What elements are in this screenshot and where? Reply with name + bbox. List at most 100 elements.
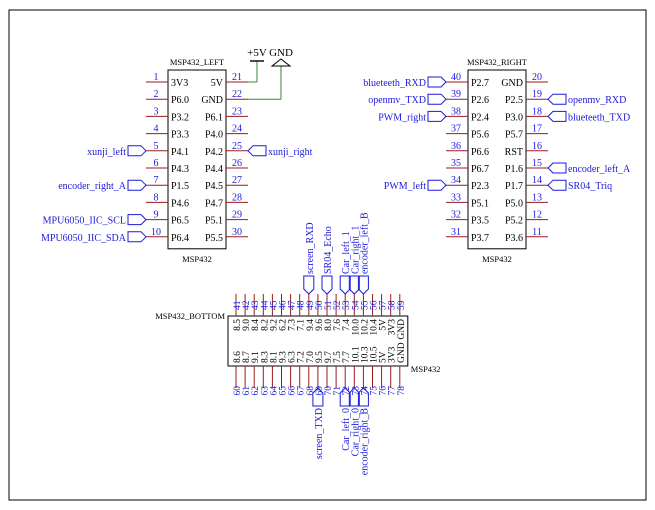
pin-number: 77 xyxy=(388,386,398,396)
pin-name: P6.1 xyxy=(205,112,223,123)
pin-number: 19 xyxy=(532,89,542,100)
pin-number: 36 xyxy=(451,141,461,152)
pin-number: 11 xyxy=(532,227,542,238)
pin-number: 18 xyxy=(532,106,542,117)
net-label-flag xyxy=(547,93,567,105)
pin-number: 2 xyxy=(154,89,159,100)
pin-name: 8.4 xyxy=(251,319,261,331)
pin-name: 9.5 xyxy=(315,351,325,363)
pin-name: P4.2 xyxy=(205,147,223,158)
pin-number: 68 xyxy=(306,386,316,396)
pin-number: 31 xyxy=(451,227,461,238)
pin-number: 71 xyxy=(333,386,343,396)
ic-body xyxy=(167,69,227,250)
pin-number: 51 xyxy=(324,300,334,310)
net-label: PWM_right xyxy=(378,112,426,123)
pin-name: 7.6 xyxy=(333,319,343,331)
pin-name: 7.0 xyxy=(306,351,316,363)
net-label-flag xyxy=(127,179,147,191)
pin-name: 9.3 xyxy=(279,351,289,363)
pin-number: 62 xyxy=(251,386,261,396)
net-label-flag xyxy=(127,231,147,243)
pin-name: P5.5 xyxy=(205,233,223,244)
net-label-flag xyxy=(339,275,351,295)
pin-name: 6.3 xyxy=(288,351,298,363)
net-label: encoder_right_A xyxy=(58,181,127,192)
pin-name: 10.0 xyxy=(351,319,361,336)
ic-title: MSP432_BOTTOM xyxy=(155,311,225,321)
pin-number: 29 xyxy=(232,210,242,221)
net-label-flag xyxy=(427,76,447,88)
net-label: Car_right_1 xyxy=(350,226,361,274)
pin-name: P2.7 xyxy=(471,78,489,89)
pin-number: 58 xyxy=(388,300,398,310)
net-label-flag xyxy=(547,110,567,122)
pin-number: 54 xyxy=(351,300,361,310)
pin-name: P1.5 xyxy=(171,181,189,192)
pin-name: P3.2 xyxy=(171,112,189,123)
pin-name: P3.0 xyxy=(505,112,523,123)
pin-name: 3V3 xyxy=(388,346,398,363)
net-label: encoder_right_B xyxy=(359,408,370,476)
msp432-right-header: MSP432_RIGHTMSP43240P2.720GND39P2.619P2.… xyxy=(363,57,631,264)
pin-name: GND xyxy=(201,95,223,106)
pin-name: 6.2 xyxy=(279,319,289,331)
net-label-flag xyxy=(427,110,447,122)
ic-title: MSP432_RIGHT xyxy=(467,57,528,67)
pin-name: 3V3 xyxy=(388,319,398,336)
pin-name: P5.7 xyxy=(505,130,523,141)
pin-name: P6.6 xyxy=(471,147,489,158)
pin-name: 3V3 xyxy=(171,78,188,89)
pin-number: 5 xyxy=(154,141,159,152)
pin-number: 75 xyxy=(370,386,380,396)
pin-number: 20 xyxy=(532,72,542,83)
pin-number: 32 xyxy=(451,210,461,221)
net-label-flag xyxy=(547,179,567,191)
pin-name: P6.7 xyxy=(471,164,489,175)
pin-name: GND xyxy=(397,319,407,340)
net-label: Car_right_0 xyxy=(350,408,361,456)
pin-number: 65 xyxy=(279,386,289,396)
pin-name: 10.4 xyxy=(370,319,380,336)
pin-number: 14 xyxy=(532,175,542,186)
pin-number: 59 xyxy=(397,300,407,310)
pin-number: 66 xyxy=(288,386,298,396)
pin-number: 57 xyxy=(379,300,389,310)
net-label-flag xyxy=(547,162,567,174)
pin-name: P6.0 xyxy=(171,95,189,106)
pin-name: RST xyxy=(505,147,523,158)
pin-name: 7.2 xyxy=(297,351,307,363)
pin-name: 8.6 xyxy=(233,351,243,363)
gnd-label: GND xyxy=(269,47,293,59)
pin-number: 24 xyxy=(232,124,242,135)
pin-name: P4.0 xyxy=(205,130,223,141)
pin-number: 63 xyxy=(260,386,270,396)
net-label: blueteeth_RXD xyxy=(363,78,426,89)
net-label: encoder_left_A xyxy=(568,164,631,175)
pin-number: 17 xyxy=(532,124,542,135)
pin-number: 27 xyxy=(232,175,242,186)
pin-number: 4 xyxy=(154,124,159,135)
pin-number: 15 xyxy=(532,158,542,169)
pin-name: P4.7 xyxy=(205,198,223,209)
net-label-flag xyxy=(357,387,369,407)
net-label-flag xyxy=(339,387,351,407)
net-label: screen_RXD xyxy=(305,222,316,274)
pin-name: P3.3 xyxy=(171,130,189,141)
pin-name: P2.6 xyxy=(471,95,489,106)
net-label-flag xyxy=(348,275,360,295)
net-label: openmv_TXD xyxy=(368,95,426,106)
ic-part: MSP432 xyxy=(482,254,512,264)
pin-number: 45 xyxy=(269,300,279,310)
pin-name: 5V xyxy=(379,351,389,363)
pin-number: 40 xyxy=(451,72,461,83)
net-label: Car_left_0 xyxy=(341,408,352,451)
pin-number: 48 xyxy=(297,300,307,310)
net-label: SR04_Triq xyxy=(568,181,612,192)
pin-number: 28 xyxy=(232,192,242,203)
net-label: encoder_left_B xyxy=(359,212,370,274)
pin-number: 67 xyxy=(297,386,307,396)
pin-name: P3.6 xyxy=(505,233,523,244)
net-label-flag xyxy=(427,179,447,191)
pin-name: 10.5 xyxy=(370,346,380,363)
